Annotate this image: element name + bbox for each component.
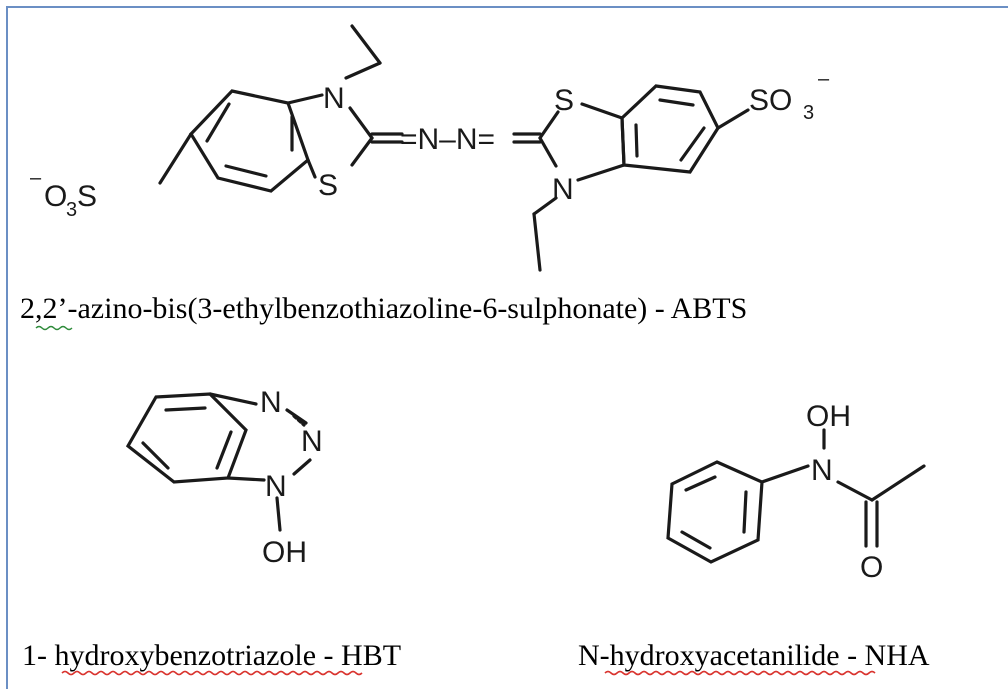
nha-ring-n-bond [760,464,810,484]
abts-azo-label: =N–N= [400,123,495,156]
hbt-n-o-bond [275,496,282,532]
abts-s-top-label: S [554,84,574,117]
nha-o-label: O [860,551,883,584]
nha-structure: OH N O N-hydroxyacetanilide - NHA [578,400,930,676]
abts-s-bottom-label: S [318,169,338,202]
abts-n-top-label: N [323,82,345,115]
hbt-caption-spellcheck-underline [61,670,363,676]
abts-left-ethyl-bond-2 [350,24,382,65]
abts-so3-left-subscript: 3 [66,199,77,221]
abts-left-benzene-ring [188,89,310,193]
abts-so3-right-label: SO [749,84,792,117]
nha-carbonyl-methyl-bond [870,464,926,502]
abts-so3-left-o-label: O [44,180,67,213]
nha-caption: N-hydroxyacetanilide - NHA [578,639,930,672]
abts-left-ethyl-bond-1 [344,61,382,80]
figure-frame [6,6,1008,689]
abts-caption: 2,2’-azino-bis(3-ethylbenzothiazoline-6-… [20,292,747,325]
hbt-n1-label: N [265,470,287,503]
abts-right-ethyl-bond-2 [532,212,542,272]
abts-structure: N S =N–N= S N SO 3 – – O 3 S 2,2’-azino-… [20,24,830,331]
nha-n-carbonyl-bond [836,480,874,502]
abts-right-benzene-ring [620,84,720,174]
hbt-oh-label: OH [262,536,307,569]
abts-caption-grammar-underline [35,325,73,331]
abts-so3-left-s-label: S [77,180,97,213]
hbt-caption: 1- hydroxybenzotriazole - HBT [22,639,401,672]
nha-n-label: N [811,454,833,487]
abts-n-bottom-label: N [552,173,574,206]
abts-so3-right-subscript: 3 [803,102,814,124]
hbt-n2-label: N [301,425,323,458]
abts-so3-right-charge: – [818,68,830,90]
hbt-n3-label: N [260,386,282,419]
nha-benzene-ring [666,460,764,564]
abts-left-sulfonate-bond [158,132,193,185]
hbt-benzene-ring [125,392,248,484]
abts-right-sulfonate-bond [716,108,750,130]
abts-left-thiazoline-ring [286,93,374,179]
abts-right-ethyl-bond-1 [532,196,558,216]
hbt-structure: N N N OH 1- hydroxybenzotriazole - HBT [22,386,401,676]
abts-right-thiazoline-ring [538,102,626,182]
nha-caption-spellcheck-underline [604,670,876,676]
hbt-triazole-ring [208,392,312,482]
nha-oh-label: OH [806,400,851,433]
abts-so3-left-charge: – [30,167,42,189]
